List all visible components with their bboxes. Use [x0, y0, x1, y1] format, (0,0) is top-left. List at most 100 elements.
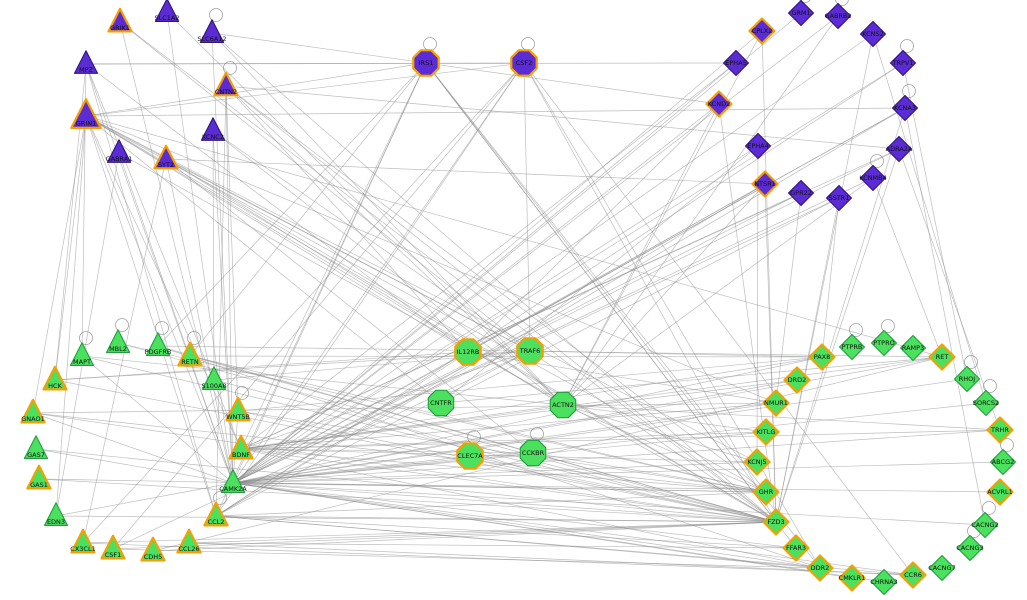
- edge-SLC6A12-CAMK2A: [211, 32, 234, 484]
- node-EPHA5[interactable]: [722, 49, 750, 77]
- edge-EPHA5-BDNF: [240, 62, 737, 450]
- node-MPZ[interactable]: [73, 50, 99, 74]
- node-CNTN2[interactable]: [213, 71, 239, 97]
- node-PTPRB[interactable]: [838, 333, 866, 361]
- node-TRAF6[interactable]: [516, 337, 544, 365]
- node-GRM1[interactable]: [787, 0, 815, 27]
- edge-IRS1-CCL2: [215, 62, 427, 517]
- node-CCR6[interactable]: [899, 561, 927, 589]
- node-SORCS2[interactable]: [972, 389, 1000, 417]
- node-CCKBR[interactable]: [519, 439, 547, 467]
- edge-KCNJ5-ACTN2: [562, 404, 758, 463]
- node-DDR2[interactable]: [806, 554, 834, 582]
- node-CACNG7[interactable]: [928, 554, 956, 582]
- node-GRIN1[interactable]: [70, 98, 102, 130]
- node-TRPV1[interactable]: [889, 49, 917, 77]
- edge-BDNF-TRHR: [240, 429, 1001, 450]
- node-RET[interactable]: [928, 343, 956, 371]
- node-MBL2[interactable]: [105, 329, 131, 353]
- node-SYT2[interactable]: [153, 144, 179, 170]
- edge-KCNA3-CACNG2: [904, 107, 986, 526]
- node-CPLX2[interactable]: [748, 17, 776, 45]
- edge-MPZ-CAMK2A: [85, 63, 234, 484]
- node-KCNMB4[interactable]: [859, 164, 887, 192]
- node-CSF1[interactable]: [100, 534, 126, 560]
- node-FFAR3[interactable]: [782, 534, 810, 562]
- node-KCND2[interactable]: [705, 90, 733, 118]
- node-SLC1A2[interactable]: [154, 0, 180, 22]
- node-CNTFR[interactable]: [427, 389, 455, 417]
- node-EPHA4[interactable]: [744, 132, 772, 160]
- edge-CNTN2-ACTN2: [225, 85, 564, 406]
- node-KCNA3[interactable]: [891, 94, 919, 122]
- edge-PDGFRB-DDR2: [157, 345, 821, 569]
- node-SLC6A12[interactable]: [199, 19, 225, 43]
- node-GAS1[interactable]: [26, 464, 52, 490]
- node-RETN[interactable]: [177, 341, 203, 367]
- node-PAX8[interactable]: [808, 343, 836, 371]
- edge-PAX8-TRAF6: [529, 350, 823, 358]
- node-KCNC2[interactable]: [200, 117, 226, 141]
- node-ADRA2A[interactable]: [885, 135, 913, 163]
- edge-CPLX2-ACTN2: [562, 30, 763, 406]
- node-CCL26[interactable]: [176, 528, 202, 554]
- node-GABRB2[interactable]: [824, 2, 852, 30]
- node-CHRNA3[interactable]: [870, 568, 898, 596]
- node-NMUR1[interactable]: [762, 389, 790, 417]
- edge-CCL2-TRAF6: [215, 350, 531, 517]
- node-KCNS2[interactable]: [859, 20, 887, 48]
- node-GHR[interactable]: [752, 478, 780, 506]
- edge-GABRB2-CAMK2A: [232, 15, 839, 484]
- node-GABRA1[interactable]: [106, 139, 132, 163]
- node-PTPRO[interactable]: [870, 329, 898, 357]
- node-HCK[interactable]: [42, 365, 68, 391]
- node-FZD3[interactable]: [762, 508, 790, 536]
- edge-CSF2-CCL2: [215, 62, 525, 517]
- node-S100A8[interactable]: [201, 366, 227, 390]
- edge-CAMK2A-FZD3: [232, 482, 777, 523]
- node-CACNG3[interactable]: [956, 534, 984, 562]
- node-IRS1[interactable]: [412, 49, 440, 77]
- node-CDH5[interactable]: [140, 536, 166, 562]
- node-ABCG2[interactable]: [989, 448, 1017, 476]
- node-GRIK1[interactable]: [107, 7, 133, 33]
- edge-GABRB2-ACTN2: [562, 15, 839, 406]
- node-CSF2[interactable]: [510, 49, 538, 77]
- node-CMKLR1[interactable]: [838, 564, 866, 592]
- node-RAMP3[interactable]: [899, 334, 927, 362]
- edge-GRIK1-TRAF6: [119, 21, 531, 352]
- node-RHOJ[interactable]: [953, 365, 981, 393]
- node-GPR22[interactable]: [787, 179, 815, 207]
- node-DRD2[interactable]: [783, 366, 811, 394]
- node-ACTN2[interactable]: [549, 391, 577, 419]
- self-loop-CSF2: [521, 37, 535, 51]
- node-CACNG2[interactable]: [971, 511, 999, 539]
- edge-MAPT-FZD3: [81, 355, 777, 523]
- node-KCNJ5[interactable]: [743, 448, 771, 476]
- node-EDN3[interactable]: [43, 502, 69, 526]
- edge-MBL2-FZD3: [117, 342, 777, 523]
- node-MAPT[interactable]: [69, 342, 95, 366]
- node-PDGFRB[interactable]: [145, 332, 171, 356]
- node-IL12RB[interactable]: [454, 338, 482, 366]
- node-WNT5B[interactable]: [225, 396, 251, 422]
- node-CAMK2A[interactable]: [220, 469, 246, 493]
- node-SSTR1[interactable]: [825, 184, 853, 212]
- node-CX3CL1[interactable]: [70, 528, 96, 554]
- edge-PDGFRB-FZD3: [157, 345, 777, 523]
- node-GNAO1[interactable]: [20, 398, 46, 424]
- edge-CAMK2A-PAX8: [232, 356, 823, 484]
- node-CLEC7A[interactable]: [456, 442, 484, 470]
- edge-MPZ-BDNF: [85, 63, 242, 450]
- edge-GABRA1-EDN3: [55, 152, 120, 517]
- node-GAS7[interactable]: [23, 435, 49, 459]
- node-BDNF[interactable]: [228, 434, 254, 460]
- node-TRHR[interactable]: [986, 416, 1014, 444]
- node-NTSR1[interactable]: [751, 170, 779, 198]
- edge-KCNMB4-RET: [872, 177, 943, 358]
- node-CCL2[interactable]: [203, 501, 229, 527]
- node-KITLG[interactable]: [752, 418, 780, 446]
- node-ACVRL1[interactable]: [986, 478, 1014, 506]
- edge-IRS1-PDGFRB: [157, 62, 427, 347]
